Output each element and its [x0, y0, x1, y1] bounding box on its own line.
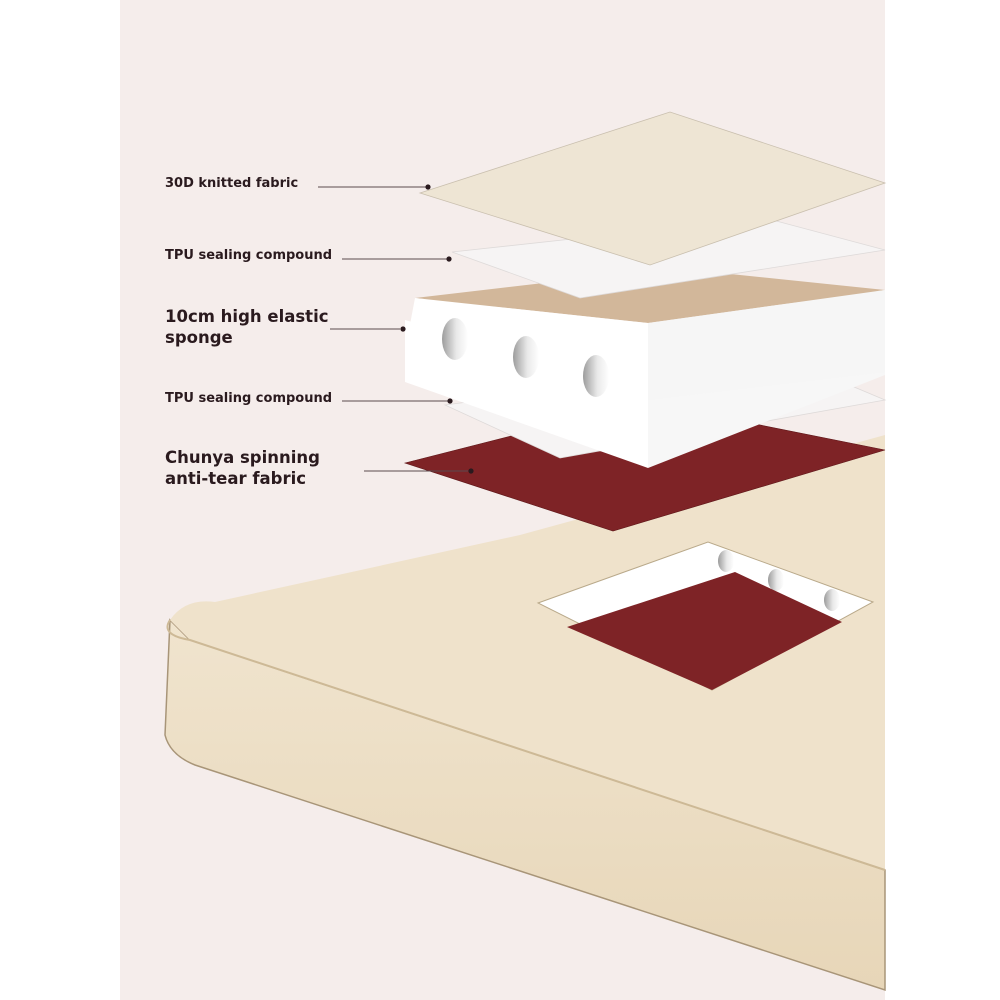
label-text: Chunya spinning: [165, 448, 320, 467]
leader-lines: [318, 184, 474, 474]
label-text: TPU sealing compound: [165, 391, 333, 406]
label-text-line2: sponge: [165, 327, 233, 347]
leader-dot-icon: [446, 256, 452, 262]
label-text: 30D knitted fabric: [165, 176, 299, 191]
mattress: [164, 435, 886, 992]
mattress-side: [164, 618, 886, 992]
sponge-hole-icon: [442, 318, 468, 360]
cutout-hole-icon: [718, 550, 734, 572]
leader-dot-icon: [400, 326, 406, 332]
sponge-layer: [405, 268, 885, 468]
sponge-right: [648, 290, 885, 400]
mattress-cutout: [536, 541, 875, 691]
cutout-hole-icon: [824, 589, 840, 611]
label-text: TPU sealing compound: [165, 248, 333, 263]
label-text-line2: anti-tear fabric: [165, 468, 307, 488]
sponge-front-face: [405, 320, 648, 468]
leader-dot-icon: [447, 398, 453, 404]
cutout-hole-icon: [768, 569, 784, 591]
label-tpu-sealing-compound-upper: TPU sealing compound: [165, 248, 332, 264]
sponge-hole-icon: [583, 355, 609, 397]
sponge-hole-icon: [513, 336, 539, 378]
sponge-top: [415, 268, 885, 323]
label-text: 10cm high elastic: [165, 307, 329, 326]
label-30d-knitted-fabric: 30D knitted fabric: [165, 176, 298, 192]
cutout-red-fabric: [567, 572, 842, 690]
leader-dot-icon: [425, 184, 431, 190]
label-tpu-sealing-compound-lower: TPU sealing compound: [165, 391, 332, 407]
leader-dot-icon: [468, 468, 474, 474]
label-anti-tear-fabric: Chunya spinning anti-tear fabric: [165, 448, 320, 489]
mattress-edge: [166, 619, 886, 871]
knitted-fabric-layer: [418, 111, 887, 266]
label-elastic-sponge: 10cm high elastic sponge: [165, 307, 329, 348]
